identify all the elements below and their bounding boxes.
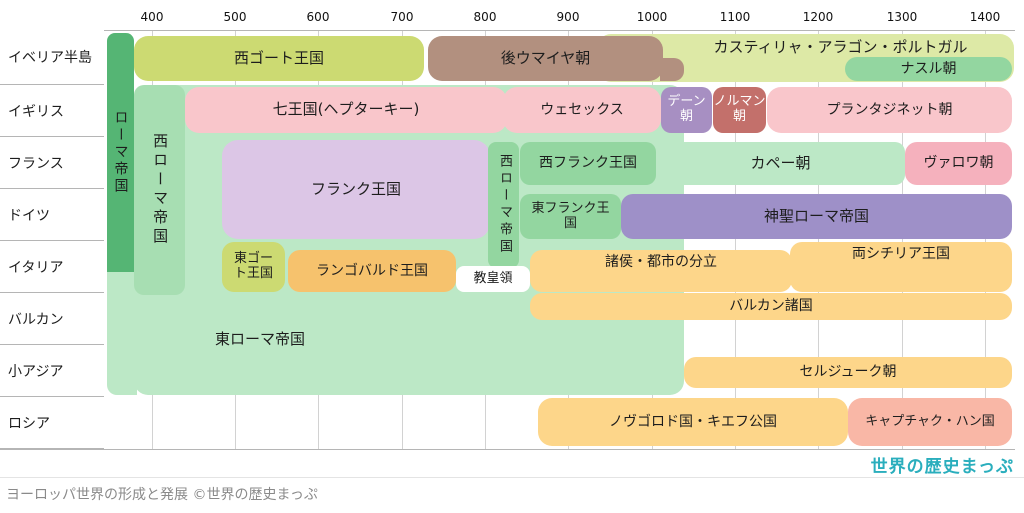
- row-label-russia: ロシア: [0, 397, 104, 449]
- bar-valois-dynasty: ヴァロワ朝: [905, 142, 1012, 185]
- axis-tick-1100: 1100: [719, 10, 751, 24]
- bar-frankish-kingdom: フランク王国: [222, 140, 490, 239]
- axis-tick-500: 500: [223, 10, 247, 24]
- gridline-1300: [902, 30, 903, 449]
- axis-tick-700: 700: [390, 10, 414, 24]
- row-label-england: イギリス: [0, 85, 104, 137]
- bar-ostrogothic-kingdom: 東ゴート王国: [222, 242, 285, 292]
- caption-text: ヨーロッパ世界の形成と発展 ©世界の歴史まっぷ: [6, 487, 318, 503]
- gridline-1400: [985, 30, 986, 449]
- bar-balkan-states: バルカン諸国: [530, 293, 1012, 320]
- axis-tick-800: 800: [473, 10, 497, 24]
- bar-later-umayyad-extension: [660, 58, 684, 81]
- bar-papal-states: 教皇領: [456, 266, 530, 292]
- axis-tick-600: 600: [306, 10, 330, 24]
- bar-plantagenet-dynasty: プランタジネット朝: [767, 87, 1012, 133]
- site-logo[interactable]: 世界の歴史まっぷ: [870, 457, 1014, 477]
- bar-wessex: ウェセックス: [503, 87, 661, 133]
- row-label-france: フランス: [0, 137, 104, 189]
- axis-tick-1200: 1200: [802, 10, 834, 24]
- gridline-1200: [818, 30, 819, 449]
- bar-eastern-roman-empire: [134, 85, 684, 395]
- bar-roman-empire: ローマ帝国: [107, 33, 134, 272]
- bar-label-eastern-roman-empire: 東ローマ帝国: [214, 330, 305, 349]
- bar-kipchak-khanate: キャプチャク・ハン国: [848, 398, 1012, 446]
- gridline-1100: [735, 30, 736, 449]
- axis-tick-1400: 1400: [969, 10, 1001, 24]
- bar-lombard-kingdom: ランゴバルド王国: [288, 250, 456, 292]
- row-label-iberia: イベリア半島: [0, 30, 104, 85]
- bar-holy-roman-empire: 神聖ローマ帝国: [621, 194, 1012, 239]
- row-label-asia-minor: 小アジア: [0, 345, 104, 397]
- axis-tick-1000: 1000: [636, 10, 668, 24]
- bar-later-umayyad: 後ウマイヤ朝: [428, 36, 663, 81]
- row-label-balkans: バルカン: [0, 293, 104, 345]
- bar-capetian-dynasty: カペー朝: [656, 142, 905, 185]
- bar-western-roman-empire: 西ローマ帝国: [134, 85, 185, 295]
- bar-princes-cities-division: 諸侯・都市の分立: [530, 250, 792, 292]
- bar-danish-dynasty: デーン朝: [661, 87, 712, 133]
- bar-two-sicilies-kingdom: 両シチリア王国: [790, 242, 1012, 292]
- row-label-italy: イタリア: [0, 241, 104, 293]
- chart-bottom-border: [0, 449, 1015, 450]
- bar-seljuk-dynasty: セルジューク朝: [684, 357, 1012, 388]
- axis-tick-900: 900: [556, 10, 580, 24]
- bar-visigothic-kingdom: 西ゴート王国: [134, 36, 424, 81]
- footer-divider: [0, 477, 1024, 478]
- row-label-germany: ドイツ: [0, 189, 104, 241]
- axis-tick-400: 400: [140, 10, 164, 24]
- bar-carolingian-western-roman-empire: 西ローマ帝国: [488, 142, 519, 268]
- chart-top-border: [0, 30, 1015, 31]
- bar-west-francia: 西フランク王国: [520, 142, 656, 185]
- axis-tick-1300: 1300: [886, 10, 918, 24]
- bar-heptarchy: 七王国(ヘプターキー): [185, 87, 507, 133]
- bar-norman-dynasty: ノルマン朝: [713, 87, 766, 133]
- bar-east-francia: 東フランク王国: [520, 194, 621, 239]
- bar-nasrid-dynasty: ナスル朝: [845, 57, 1012, 81]
- bar-novgorod-kiev: ノヴゴロド国・キエフ公国: [538, 398, 848, 446]
- bar-eastern-roman-empire-left: [107, 272, 137, 395]
